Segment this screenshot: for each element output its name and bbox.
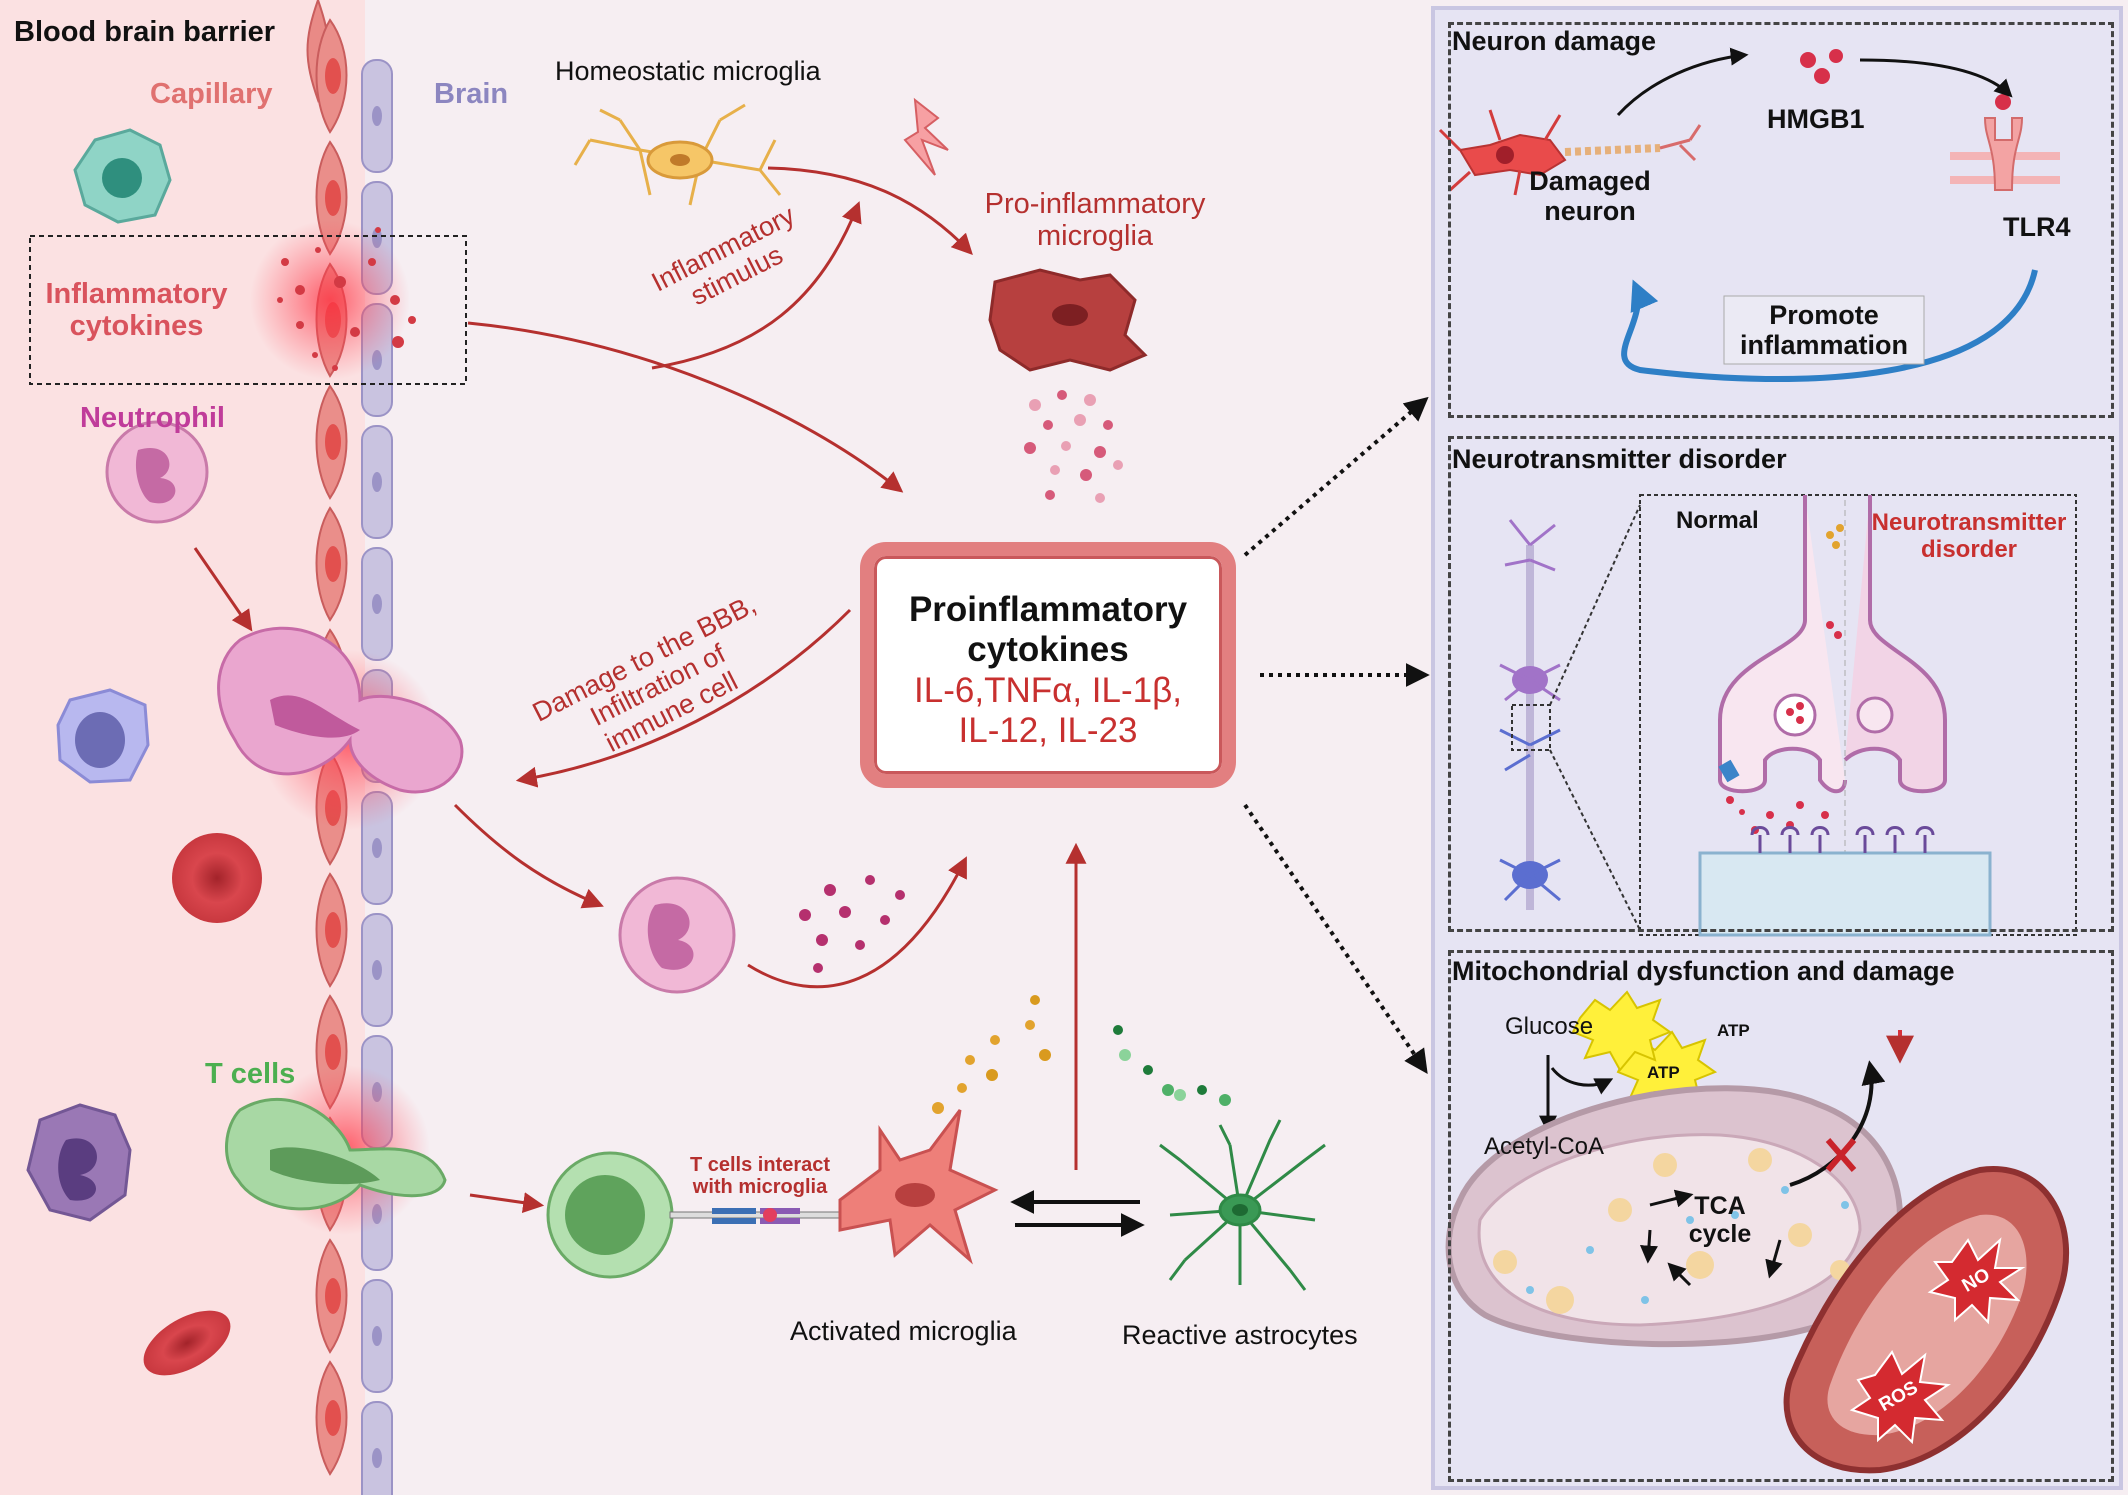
homeostatic-microglia-icon — [573, 103, 782, 206]
tca-arrows — [1639, 1189, 1783, 1287]
endothelial-nucleus — [325, 912, 341, 948]
capillary-label: Capillary — [150, 78, 273, 110]
activated-microglia-icon — [838, 1109, 999, 1265]
block-x-icon — [1825, 1138, 1857, 1172]
reactive-astrocytes-label: Reactive astrocytes — [1122, 1320, 1358, 1350]
red-blood-cell-icon-2 — [143, 1310, 231, 1376]
astrocyte-end-foot-nucleus — [372, 960, 382, 980]
promote-box — [1723, 295, 1925, 365]
lymphocyte-icon — [56, 688, 150, 784]
panel3-title: Mitochondrial dysfunction and damage — [1452, 956, 1955, 986]
panel1-title: Neuron damage — [1452, 26, 1657, 56]
microglia-granules — [932, 995, 1051, 1114]
neutrophil-cell-icon — [105, 420, 209, 524]
neurotransmitter-panel — [1448, 436, 2114, 932]
astrocyte-end-foot-nucleus — [372, 838, 382, 858]
endothelial-nucleus — [325, 546, 341, 582]
astrocyte-end-foot-nucleus — [372, 594, 382, 614]
brain-neutrophil-icon — [618, 876, 736, 994]
no-burst-icon — [1927, 1237, 2026, 1325]
panel2-title: Neurotransmitter disorder — [1452, 444, 1787, 474]
atp-label: ATP — [1647, 1063, 1680, 1082]
cytokine-glow — [250, 220, 410, 380]
interacting-tcell-icon — [546, 1151, 674, 1279]
neuron-chain-icon — [1499, 519, 1561, 910]
astrocyte-end-foot-nucleus — [372, 106, 382, 126]
activated-microglia-label: Activated microglia — [790, 1316, 1017, 1346]
glucose-label: Glucose — [1505, 1013, 1594, 1040]
panel1-arrows — [1616, 47, 2013, 117]
normal-label: Normal — [1676, 507, 1759, 534]
ros-burst-icon — [1849, 1350, 1951, 1445]
astrocyte-granules — [1113, 1025, 1231, 1106]
mitochondria-panel — [1448, 950, 2114, 1482]
zoom-lines — [1549, 504, 1641, 931]
tlr4-receptor-icon — [1950, 94, 2060, 191]
cytokine-box — [29, 235, 467, 385]
brain-label: Brain — [434, 78, 509, 110]
atp-burst-icon-2 — [1571, 990, 1673, 1072]
astrocyte-end-foot-nucleus — [372, 472, 382, 492]
neutrophil-granules — [799, 875, 905, 973]
dotted-arrows — [1243, 396, 1430, 1074]
endothelial-nucleus — [325, 180, 341, 216]
atp-label-2: ATP — [1717, 1021, 1750, 1040]
tlr4-label: TLR4 — [2003, 212, 2071, 242]
homeostatic-microglia-label: Homeostatic microglia — [555, 56, 821, 86]
acetyl-coa-label: Acetyl-CoA — [1484, 1133, 1605, 1160]
cytokine-dots-pro — [1024, 390, 1123, 503]
cytokine-dots — [277, 227, 416, 371]
monocyte-icon — [73, 128, 172, 224]
promote-inflammation-arrow — [1621, 269, 2038, 383]
hmgb1-label: HMGB1 — [1767, 104, 1865, 134]
neutrophil-label: Neutrophil — [80, 402, 225, 434]
t-cells-label: T cells — [205, 1058, 296, 1090]
red-arrows — [193, 166, 1087, 1214]
bbb-title: Blood brain barrier — [14, 16, 276, 48]
core-list: IL-6,TNFα, IL-1β,IL-12, IL-23 — [914, 670, 1182, 750]
astrocyte-end-foot-nucleus — [372, 1326, 382, 1346]
mitochondrion-icon — [1445, 1085, 1903, 1348]
astrocyte-end-foot-nucleus — [372, 1448, 382, 1468]
endothelial-nucleus — [325, 1400, 341, 1436]
lightning-icon — [903, 97, 949, 176]
endothelial-nucleus — [325, 424, 341, 460]
neuron-damage-panel — [1448, 22, 2114, 418]
migrating-tcell-icon — [225, 1097, 447, 1211]
endothelial-nucleus — [325, 1278, 341, 1314]
red-blood-cell-icon — [172, 833, 262, 923]
pro-microglia-nucleus — [1052, 304, 1088, 326]
bidirectional-arrows — [1010, 1190, 1145, 1237]
reactive-astrocyte-icon — [1159, 1119, 1326, 1291]
endothelial-nucleus — [325, 1034, 341, 1070]
migrating-neutrophil-icon — [217, 626, 464, 794]
hmgb1-dots — [1800, 49, 1843, 84]
macrophage-icon — [26, 1103, 132, 1222]
synapse-icon — [1698, 495, 1992, 937]
endothelial-nucleus — [325, 58, 341, 94]
